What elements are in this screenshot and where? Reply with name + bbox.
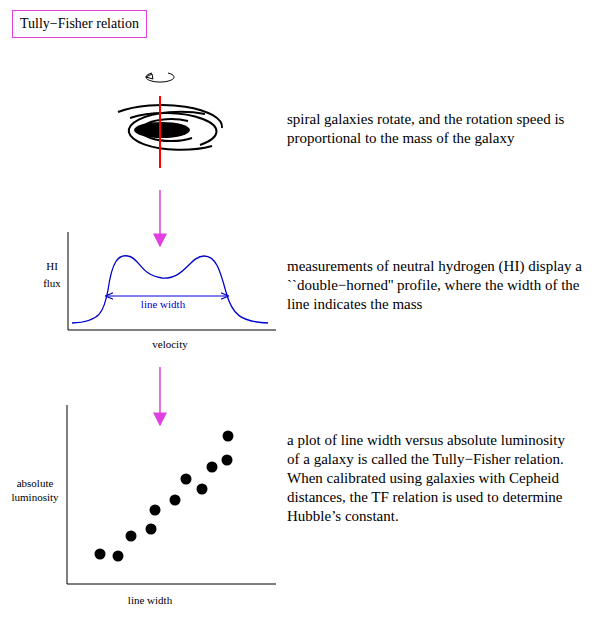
axis-label: absolute luminosity [8,476,62,504]
plot-axes [67,405,276,584]
axis-label: HI flux [40,258,64,292]
data-points [95,431,234,562]
rotation-arrowhead [146,74,153,79]
description: spiral galaxies rotate, and the rotation… [287,110,572,148]
spiral-galaxy [118,105,222,150]
line-width-arrow [106,296,228,297]
line-width-label: line width [128,298,198,311]
axis-label: line width [115,594,185,607]
description: measurements of neutral hydrogen (HI) di… [287,257,587,314]
profile-axes [68,232,276,330]
rotation-arrow [146,73,174,82]
hi-profile-curve [72,256,268,323]
description: a plot of line width versus absolute lum… [287,431,577,526]
flow-arrow [159,367,161,425]
title: Tully−Fisher relation [12,10,147,38]
rotation-axis [159,96,161,168]
axis-label: velocity [140,338,200,351]
flow-arrow [159,190,161,246]
